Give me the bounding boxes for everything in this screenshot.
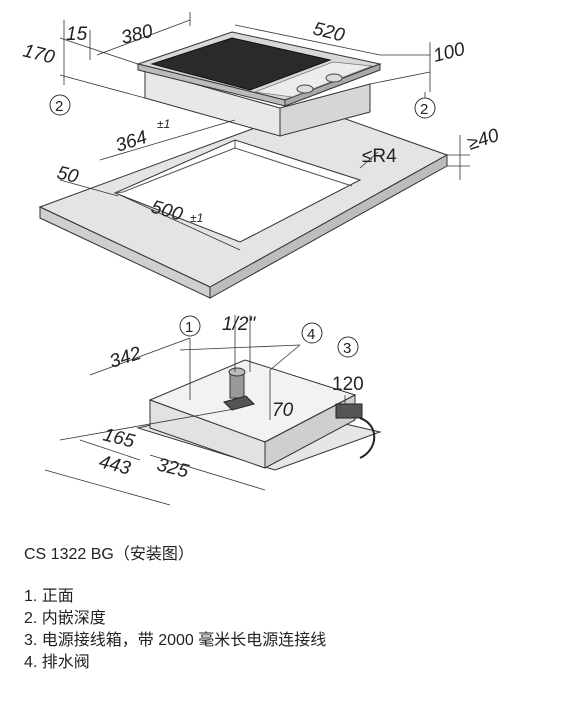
dim-500-tol: ±1: [190, 211, 203, 225]
callout-2-left: 2: [49, 94, 71, 116]
dim-half-inch: 1/2": [222, 314, 256, 335]
dim-120: 120: [332, 374, 364, 395]
legend-list: 1. 正面 2. 内嵌深度 3. 电源接线箱，带 2000 毫米长电源连接线 4…: [24, 586, 326, 674]
svg-text:1: 1: [185, 319, 193, 336]
dim-40: ≥40: [465, 125, 502, 155]
callout-2-right: 2: [414, 97, 436, 119]
svg-text:3: 3: [343, 340, 351, 357]
legend-item: 3. 电源接线箱，带 2000 毫米长电源连接线: [24, 632, 327, 649]
bottom-dimension-lines: [44, 315, 346, 506]
callout-3: 3: [337, 336, 359, 358]
dim-170: 170: [21, 40, 57, 68]
countertop: [38, 106, 449, 299]
dim-r4: ≤R4: [362, 146, 397, 167]
dim-342: 342: [107, 343, 144, 373]
legend-item: 2. 内嵌深度: [24, 610, 106, 627]
svg-text:4: 4: [307, 326, 315, 343]
dim-15: 15: [66, 24, 88, 45]
dim-520: 520: [311, 18, 347, 46]
dim-325: 325: [155, 454, 191, 482]
dim-70: 70: [272, 400, 294, 421]
dim-364-tol: ±1: [157, 117, 170, 131]
dim-50: 50: [55, 162, 81, 188]
dim-100: 100: [431, 39, 467, 67]
legend-item: 1. 正面: [24, 588, 74, 605]
hob-unit: [136, 31, 382, 137]
dim-380: 380: [119, 21, 155, 49]
svg-text:2: 2: [55, 98, 63, 115]
callout-1: 1: [179, 315, 201, 337]
legend-item: 4. 排水阀: [24, 654, 90, 671]
hob-underside: [136, 359, 382, 471]
svg-text:2: 2: [420, 101, 428, 118]
callout-4: 4: [301, 322, 323, 344]
diagram-caption: CS 1322 BG（安装图）: [24, 546, 194, 563]
dim-364: 364: [113, 127, 150, 157]
installation-diagram: 15 380 520 170 100 364 ±1 ≤R4 ≥40 50 500…: [21, 12, 502, 506]
